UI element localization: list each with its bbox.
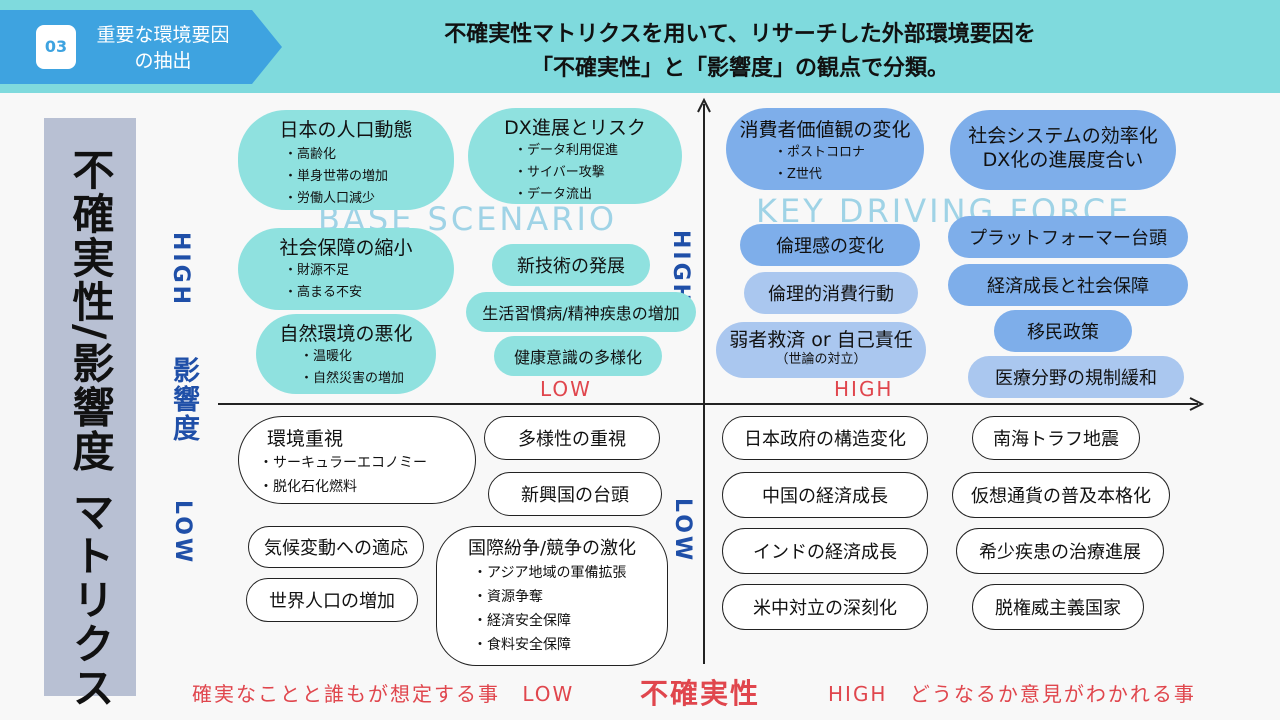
factor-title: 国際紛争/競争の激化 [467,538,637,559]
factor-bubble: 環境重視 ・サーキュラーエコノミー ・脱化石化燃料 [238,416,476,504]
side-title-bar [44,118,136,696]
factor-bubble: 中国の経済成長 [722,472,928,518]
factor-subitem: ・サーキュラーエコノミー [259,455,427,471]
x-low-caption-text: 確実なことと誰もが想定する事 [192,682,500,706]
factor-bubble: 世界人口の増加 [246,578,418,622]
factor-bubble: 気候変動への適応 [248,526,424,568]
factor-bubble: 弱者救済 or 自己責任 （世論の対立） [716,322,926,378]
factor-subitem: ・データ流出 [514,187,593,202]
section-title-line: 重要な環境要因 [96,24,230,46]
y-axis-arrowhead [697,97,711,113]
factor-bubble: 新技術の発展 [492,244,650,286]
factor-title: 自然環境の悪化 [279,323,413,345]
factor-title: 社会保障の縮小 [279,237,413,259]
factor-subitem: ・サイバー攻撃 [514,165,605,180]
factor-bubble: 日本の人口動態 ・高齢化 ・単身世帯の増加 ・労働人口減少 [238,110,454,210]
factor-title: 日本の人口動態 [279,119,413,141]
factor-subitem: ・自然災害の増加 [300,371,405,386]
factor-title: 環境重視 [267,428,344,450]
factor-bubble: 経済成長と社会保障 [948,264,1188,306]
factor-subitem: （世論の対立） [775,352,867,367]
y-high-label: HIGH [168,232,193,308]
factor-subitem: ・温暖化 [300,349,353,364]
section-number: 03 [36,25,76,69]
y-axis-title: 影響度 [168,356,199,443]
factor-bubble: 希少疾患の治療進展 [956,528,1164,574]
factor-subitem: ・労働人口減少 [284,191,376,206]
factor-bubble: 健康意識の多様化 [494,336,662,376]
factor-subitem: ・単身世帯の増加 [284,169,389,184]
factor-title: DX進展とリスク [504,117,646,139]
factor-bubble: 社会システムの効率化 DX化の進展度合い [950,110,1176,190]
y-low-label: LOW [170,500,195,566]
x-high-caption-text: どうなるか意見がわかれる事 [909,682,1196,706]
factor-subitem: ・ポストコロナ [774,145,866,160]
x-low-caption-level: LOW [522,682,575,706]
section-title: 重要な環境要因 の抽出 [88,22,238,74]
side-title: 不確実性/影響度 マトリクス [66,148,115,710]
factor-subitem: ・データ利用促進 [514,143,619,158]
x-axis-title: 不確実性 [640,677,761,710]
factor-subitem: ・高まる不安 [284,285,363,300]
factor-bubble: 社会保障の縮小 ・財源不足 ・高まる不安 [238,228,454,310]
factor-bubble: 国際紛争/競争の激化 ・アジア地域の軍備拡張 ・資源争奪 ・経済安全保障 ・食料… [436,526,668,666]
factor-subitem: ・資源争奪 [473,589,543,605]
x-low-label: LOW [540,377,592,401]
factor-bubble: 米中対立の深刻化 [722,584,928,630]
factor-bubble: 日本政府の構造変化 [722,416,928,460]
page-title-line: 不確実性マトリクスを用いて、リサーチした外部環境要因を [444,22,1036,47]
factor-bubble: 多様性の重視 [484,416,660,460]
section-tag-arrow [252,10,282,84]
factor-bubble: 脱権威主義国家 [972,584,1144,630]
x-high-caption: HIGH どうなるか意見がわかれる事 [828,678,1196,707]
factor-title: 社会システムの効率化 [968,125,1158,147]
factor-title: DX化の進展度合い [982,149,1144,171]
x-high-label: HIGH [834,377,894,401]
center-low-label: LOW [670,498,695,564]
factor-title: 弱者救済 or 自己責任 [729,329,913,351]
factor-bubble: 倫理的消費行動 [744,272,918,314]
factor-bubble: プラットフォーマー台頭 [948,216,1188,258]
factor-subitem: ・食料安全保障 [473,637,571,653]
factor-subitem: ・アジア地域の軍備拡張 [473,565,627,581]
factor-bubble: 消費者価値観の変化 ・ポストコロナ ・Z世代 [726,108,924,190]
section-title-line: の抽出 [134,50,192,72]
factor-subitem: ・Z世代 [774,167,822,182]
factor-bubble: インドの経済成長 [722,528,928,574]
factor-bubble: 自然環境の悪化 ・温暖化 ・自然災害の増加 [256,314,436,394]
factor-bubble: 医療分野の規制緩和 [968,356,1184,398]
factor-title: 消費者価値観の変化 [739,119,911,141]
x-high-caption-level: HIGH [828,682,888,706]
factor-bubble: 仮想通貨の普及本格化 [952,472,1170,518]
factor-subitem: ・財源不足 [284,263,350,278]
factor-subitem: ・経済安全保障 [473,613,571,629]
factor-subitem: ・脱化石化燃料 [259,479,357,495]
factor-bubble: 南海トラフ地震 [972,416,1140,460]
page-title: 不確実性マトリクスを用いて、リサーチした外部環境要因を 「不確実性」と「影響度」… [300,18,1180,86]
factor-bubble: 倫理感の変化 [740,224,920,266]
x-low-caption: 確実なことと誰もが想定する事 LOW [192,678,574,707]
page-title-line: 「不確実性」と「影響度」の観点で分類。 [530,56,949,81]
factor-bubble: DX進展とリスク ・データ利用促進 ・サイバー攻撃 ・データ流出 [468,108,682,204]
factor-bubble: 移民政策 [994,310,1132,352]
factor-bubble: 新興国の台頭 [488,472,662,516]
factor-bubble: 生活習慣病/精神疾患の増加 [466,292,696,332]
x-axis-arrowhead [1189,397,1205,411]
factor-subitem: ・高齢化 [284,147,337,162]
